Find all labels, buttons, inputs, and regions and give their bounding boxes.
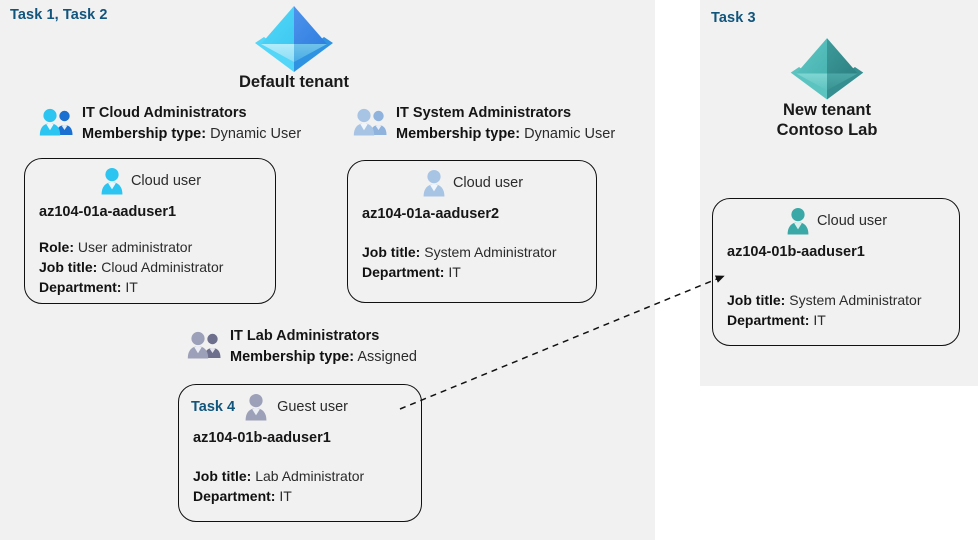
cloud-user-icon (423, 170, 445, 197)
membership-type-value: Dynamic User (210, 126, 302, 143)
group-title: IT System Administrators (396, 105, 572, 121)
default-tenant-panel (0, 0, 655, 540)
user-card-az104-01b-aaduser1-guest[interactable]: Task 4 Guest user az104-01b-aaduser1 Job… (178, 384, 422, 522)
user-type-label: Cloud user (130, 173, 202, 189)
attribute-value: IT (813, 312, 826, 329)
attribute-value: System Administrator (789, 292, 922, 308)
cloud-user-icon (101, 168, 123, 195)
user-type-label: Cloud user (816, 213, 888, 229)
cloud-user-icon (787, 208, 809, 235)
new-tenant-name-line2: Contoso Lab (776, 121, 878, 140)
attribute-value: IT (448, 264, 461, 281)
username: az104-01a-aaduser1 (39, 204, 177, 220)
attribute-row: Department: IT (39, 277, 275, 297)
azure-ad-tenant-icon (255, 6, 333, 72)
attribute-value: IT (279, 488, 292, 505)
attribute-row: Role: User administrator (39, 237, 275, 257)
attribute-label: Department: (39, 279, 122, 296)
new-tenant-name-line1: New tenant (782, 101, 871, 119)
attribute-value: Cloud Administrator (101, 259, 224, 276)
membership-type-label: Membership type: (230, 349, 355, 366)
user-type-label: Cloud user (452, 175, 524, 191)
group-users-icon (353, 108, 387, 136)
attribute-value: System Administrator (424, 244, 557, 260)
attribute-value: Lab Administrator (255, 468, 365, 484)
attribute-label: Department: (193, 488, 276, 505)
username: az104-01a-aaduser2 (362, 206, 500, 222)
attribute-label: Department: (727, 312, 810, 329)
default-tenant-name: Default tenant (238, 73, 349, 91)
username: az104-01b-aaduser1 (193, 430, 331, 446)
attribute-label: Role: (39, 239, 74, 255)
attribute-row: Job title: Lab Administrator (193, 466, 421, 486)
attribute-row: Department: IT (193, 486, 421, 506)
task-label-4: Task 4 (191, 399, 236, 415)
user-attributes: Job title: System Administrator Departme… (727, 290, 959, 330)
group-users-icon (187, 331, 221, 359)
attribute-label: Department: (362, 264, 445, 281)
attribute-label: Job title: (193, 468, 252, 484)
username: az104-01b-aaduser1 (727, 244, 865, 260)
user-attributes: Job title: System Administrator Departme… (362, 242, 596, 282)
attribute-label: Job title: (727, 292, 786, 308)
card-header: Cloud user (25, 159, 275, 195)
user-card-az104-01a-aaduser1[interactable]: Cloud user az104-01a-aaduser1 Role: User… (24, 158, 276, 304)
card-header: Cloud user (713, 199, 959, 235)
card-header: Cloud user (348, 161, 596, 197)
group-it-lab-administrators: IT Lab Administrators Membership type: A… (186, 327, 417, 367)
group-membership: Membership type: Assigned (230, 347, 417, 367)
membership-type-value: Dynamic User (524, 126, 616, 143)
attribute-row: Department: IT (362, 262, 596, 282)
group-membership: Membership type: Dynamic User (82, 124, 301, 144)
default-tenant-block: Default tenant (228, 2, 360, 92)
user-type-label: Guest user (277, 399, 348, 415)
guest-user-icon (245, 394, 267, 421)
card-header: Task 4 Guest user (179, 385, 421, 421)
attribute-value: IT (125, 279, 138, 296)
group-it-system-administrators: IT System Administrators Membership type… (352, 104, 615, 144)
attribute-row: Department: IT (727, 310, 959, 330)
task-label-1-2: Task 1, Task 2 (10, 7, 108, 23)
attribute-row: Job title: Cloud Administrator (39, 257, 275, 277)
attribute-label: Job title: (39, 259, 98, 276)
membership-type-label: Membership type: (82, 126, 207, 143)
task-label-3: Task 3 (711, 10, 756, 26)
attribute-value: User administrator (77, 239, 193, 255)
attribute-row: Job title: System Administrator (727, 290, 959, 310)
user-card-az104-01a-aaduser2[interactable]: Cloud user az104-01a-aaduser2 Job title:… (347, 160, 597, 303)
attribute-label: Job title: (362, 244, 421, 260)
user-card-az104-01b-aaduser1-cloud[interactable]: Cloud user az104-01b-aaduser1 Job title:… (712, 198, 960, 346)
user-attributes: Job title: Lab Administrator Department:… (193, 466, 421, 506)
group-it-cloud-administrators: IT Cloud Administrators Membership type:… (38, 104, 301, 144)
membership-type-value: Assigned (357, 349, 417, 366)
attribute-row: Job title: System Administrator (362, 242, 596, 262)
group-membership: Membership type: Dynamic User (396, 124, 615, 144)
group-users-icon (39, 108, 73, 136)
user-attributes: Role: User administrator Job title: Clou… (39, 237, 275, 297)
group-title: IT Cloud Administrators (82, 105, 247, 121)
new-tenant-block: New tenant Contoso Lab (762, 34, 892, 140)
azure-ad-tenant-icon (790, 38, 864, 100)
group-title: IT Lab Administrators (230, 328, 380, 344)
membership-type-label: Membership type: (396, 126, 521, 143)
